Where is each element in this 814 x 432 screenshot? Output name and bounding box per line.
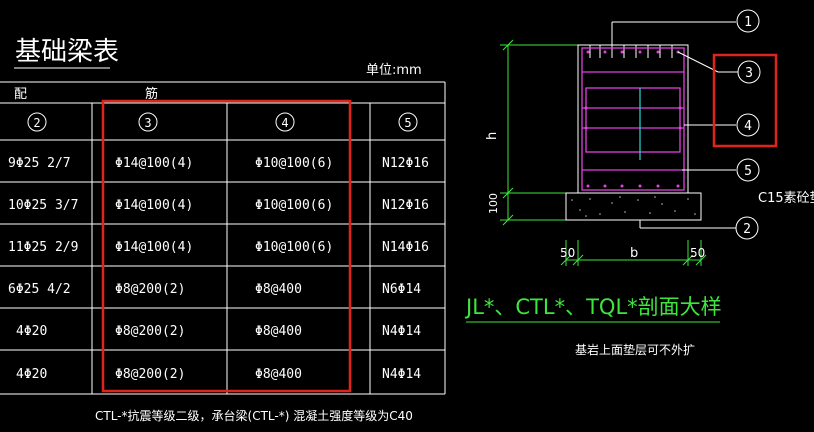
svg-text:Φ8@400: Φ8@400 <box>255 324 302 339</box>
col-marker-2: 2 <box>27 112 47 132</box>
svg-text:2: 2 <box>33 116 40 130</box>
svg-text:Φ8@200(2): Φ8@200(2) <box>115 282 185 297</box>
callout-3: 3 <box>737 60 761 84</box>
svg-text:4Φ20: 4Φ20 <box>16 324 47 339</box>
svg-text:4: 4 <box>281 116 288 130</box>
svg-text:5: 5 <box>744 164 752 179</box>
col-marker-5: 5 <box>398 112 418 132</box>
callout-5: 5 <box>736 158 760 182</box>
col-marker-3: 3 <box>138 112 158 132</box>
table-row: 10Φ25 3/7 Φ14@100(4) Φ10@100(6) N12Φ16 <box>8 198 429 213</box>
svg-text:N14Φ16: N14Φ16 <box>382 240 429 255</box>
highlight-box-columns <box>101 99 352 393</box>
svg-text:Φ14@100(4): Φ14@100(4) <box>115 198 193 213</box>
concrete-label: C15素砼垫 <box>758 190 814 206</box>
svg-text:N6Φ14: N6Φ14 <box>382 282 421 297</box>
svg-text:10Φ25 3/7: 10Φ25 3/7 <box>8 198 78 213</box>
svg-text:Φ8@200(2): Φ8@200(2) <box>115 324 185 339</box>
svg-text:N4Φ14: N4Φ14 <box>382 367 421 382</box>
pad-hatch <box>571 196 696 217</box>
callout-2: 2 <box>735 216 759 240</box>
header-pei: 配 <box>14 87 27 102</box>
dim-100: 100 <box>487 193 500 214</box>
svg-text:11Φ25 2/9: 11Φ25 2/9 <box>8 240 78 255</box>
table-row: 4Φ20 Φ8@200(2) Φ8@400 N4Φ14 <box>16 367 421 382</box>
dim-h: h <box>485 132 500 140</box>
svg-text:Φ14@100(4): Φ14@100(4) <box>115 156 193 171</box>
outer-stirrup <box>581 47 685 191</box>
section-title: JL*、CTL*、TQL*剖面大样 <box>464 295 722 319</box>
section-note: 基岩上面垫层可不外扩 <box>575 342 695 357</box>
inner-stirrup <box>585 87 681 153</box>
concrete-pad <box>565 192 702 221</box>
table-row: 9Φ25 2/7 Φ14@100(4) Φ10@100(6) N12Φ16 <box>8 156 429 171</box>
callout-4: 4 <box>736 113 760 137</box>
svg-text:Φ8@400: Φ8@400 <box>255 367 302 382</box>
svg-text:Φ14@100(4): Φ14@100(4) <box>115 240 193 255</box>
svg-text:N12Φ16: N12Φ16 <box>382 198 429 213</box>
svg-text:6Φ25 4/2: 6Φ25 4/2 <box>8 282 71 297</box>
callout-1: 1 <box>736 9 760 33</box>
svg-text:Φ10@100(6): Φ10@100(6) <box>255 156 333 171</box>
svg-text:3: 3 <box>745 66 753 81</box>
table-title: 基础梁表 <box>15 37 119 67</box>
svg-text:Φ10@100(6): Φ10@100(6) <box>255 198 333 213</box>
svg-text:Φ8@200(2): Φ8@200(2) <box>115 367 185 382</box>
svg-text:5: 5 <box>404 116 411 130</box>
dim-50-left: 50 <box>560 246 575 260</box>
svg-text:4: 4 <box>744 119 752 134</box>
dim-b: b <box>630 246 638 261</box>
svg-text:Φ8@400: Φ8@400 <box>255 282 302 297</box>
svg-text:N12Φ16: N12Φ16 <box>382 156 429 171</box>
svg-text:N4Φ14: N4Φ14 <box>382 324 421 339</box>
table-row: 4Φ20 Φ8@200(2) Φ8@400 N4Φ14 <box>16 324 421 339</box>
svg-text:4Φ20: 4Φ20 <box>16 367 47 382</box>
beam-outline <box>577 44 689 194</box>
col-marker-4: 4 <box>275 112 295 132</box>
svg-text:2: 2 <box>743 222 751 237</box>
unit-label: 单位:mm <box>366 63 422 78</box>
table-row: 6Φ25 4/2 Φ8@200(2) Φ8@400 N6Φ14 <box>8 282 421 297</box>
beam-table: 基础梁表 单位:mm 配 筋 2 3 4 <box>0 37 446 423</box>
highlight-box-callouts <box>712 53 778 148</box>
rebar-dots <box>584 50 682 188</box>
svg-text:1: 1 <box>744 15 752 30</box>
section-detail: h 100 <box>464 9 814 357</box>
svg-text:9Φ25 2/7: 9Φ25 2/7 <box>8 156 71 171</box>
table-row: 11Φ25 2/9 Φ14@100(4) Φ10@100(6) N14Φ16 <box>8 240 429 255</box>
header-jin: 筋 <box>145 86 158 102</box>
dim-50-right: 50 <box>690 246 705 260</box>
dim-bottom <box>560 240 707 266</box>
svg-text:Φ10@100(6): Φ10@100(6) <box>255 240 333 255</box>
table-footnote: CTL-*抗震等级二级，承台梁(CTL-*) 混凝土强度等级为C40 <box>95 408 413 423</box>
svg-text:3: 3 <box>144 116 151 130</box>
